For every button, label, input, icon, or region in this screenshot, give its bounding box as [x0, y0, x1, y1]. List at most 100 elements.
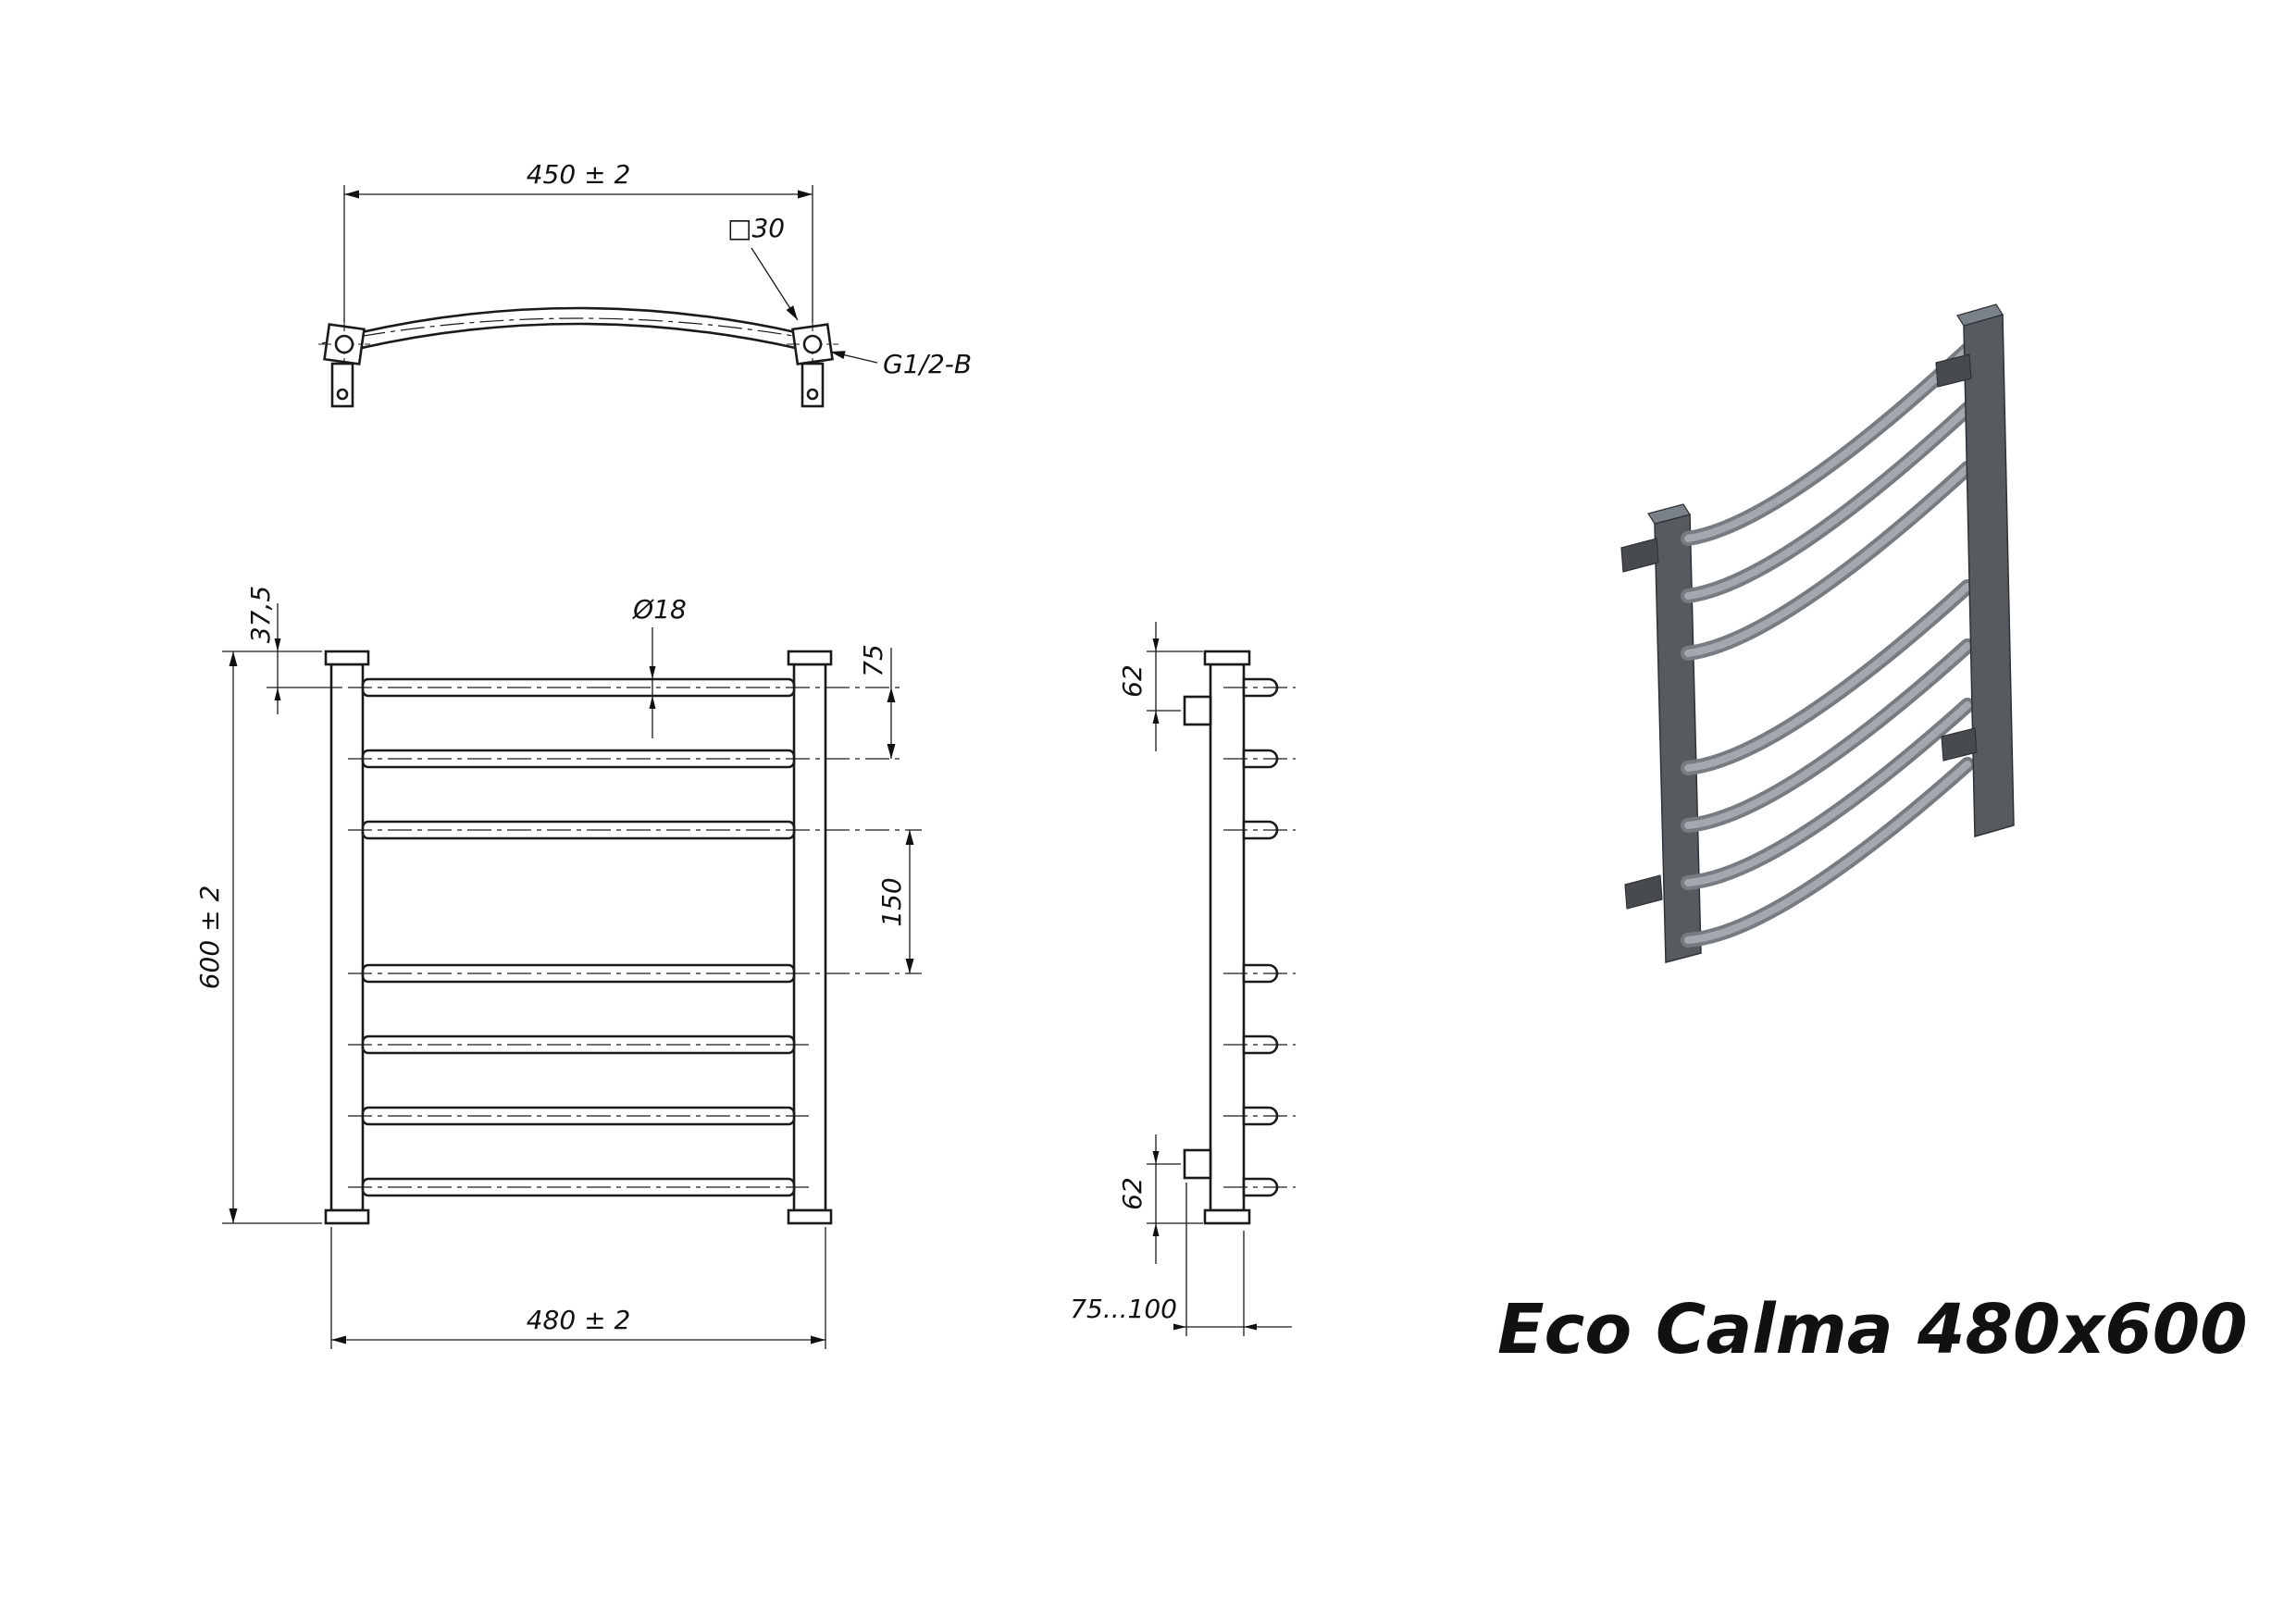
arrowhead — [1152, 1223, 1160, 1236]
label-profile-size: □30 — [727, 213, 799, 321]
rail-3d-highlight — [1684, 583, 1971, 772]
rail-3d-highlight — [1684, 346, 1971, 542]
side-view: 62 62 75...100 — [1070, 622, 1296, 1336]
rail-end — [1223, 1106, 1296, 1126]
wall-bracket-3d — [1935, 353, 1972, 388]
tube-arc-bottom — [355, 322, 801, 351]
wall-bracket-3d — [1620, 538, 1659, 573]
post-cap-bottom — [787, 1208, 833, 1225]
dim-text-height: 600 ± 2 — [194, 886, 225, 990]
post-cap-bottom — [324, 1208, 370, 1225]
rail-end — [1223, 749, 1296, 769]
wall-bracket-bottom — [1183, 1148, 1212, 1180]
rail — [348, 677, 903, 698]
rail-stub — [1242, 677, 1279, 698]
dim-text-bracket-top: 62 — [1117, 664, 1148, 698]
post-cap-top — [1203, 650, 1251, 666]
rail-end — [1223, 963, 1296, 984]
dim-text-tube: Ø18 — [632, 594, 687, 625]
rail-stub — [1242, 963, 1279, 984]
dim-text-wall-distance: 75...100 — [1070, 1294, 1177, 1324]
dim-text-thread: G1/2-B — [883, 349, 972, 379]
rail — [348, 749, 903, 769]
product-size: 480x600 — [1917, 1290, 2248, 1369]
drawing-title: Eco Calma 480x600 — [1497, 1290, 2248, 1369]
right-post — [787, 650, 833, 1225]
rail-3d — [1681, 757, 1975, 948]
iso-left-post — [1647, 503, 1702, 963]
iso-brackets — [1620, 353, 1978, 910]
arrowhead — [274, 638, 281, 651]
rail-stub — [1242, 1035, 1279, 1055]
rail — [348, 1106, 809, 1126]
fitting-bore — [802, 334, 823, 354]
post-top-cap — [1647, 503, 1691, 525]
arrowhead — [1244, 1323, 1257, 1331]
dim-bracket-bottom: 62 — [1117, 1134, 1203, 1264]
arrowhead — [1173, 1323, 1186, 1331]
rail-stub — [1242, 1177, 1279, 1197]
rail — [348, 1177, 809, 1197]
rail — [348, 820, 922, 840]
leader-line — [751, 247, 799, 321]
label-thread: G1/2-B — [829, 349, 972, 379]
rail-stub — [1242, 1106, 1279, 1126]
left-union-fitting — [318, 318, 370, 408]
dim-text-width: 480 ± 2 — [527, 1305, 631, 1335]
post-body — [792, 663, 827, 1212]
rail-end — [1223, 1035, 1296, 1055]
dim-width: 480 ± 2 — [330, 1227, 826, 1349]
tube-centerline — [321, 317, 836, 344]
rail-3d-highlight — [1684, 465, 1971, 657]
dim-text-top-width: 450 ± 2 — [527, 159, 631, 190]
iso-rails — [1681, 342, 1975, 948]
post-cap-top — [787, 650, 833, 666]
dim-text-bracket-bottom: 62 — [1117, 1177, 1148, 1210]
arrowhead — [274, 688, 281, 700]
top-view: 450 ± 2 □30 G1/2-B — [318, 159, 972, 408]
dim-tube-diameter: Ø18 — [632, 594, 687, 738]
iso-right-post — [1956, 304, 2015, 837]
dim-wall-distance: 75...100 — [1070, 1183, 1292, 1336]
post-cap-bottom — [1203, 1208, 1251, 1225]
dim-height: 600 ± 2 — [194, 651, 322, 1224]
bracket-hole — [336, 388, 349, 401]
rail-stub — [1242, 749, 1279, 769]
rail-end — [1223, 820, 1296, 840]
post-top-cap — [1956, 304, 2004, 327]
post-body — [1209, 663, 1246, 1212]
arrowhead — [1152, 638, 1160, 651]
dim-rail-gap: 75 — [858, 644, 896, 759]
rail-stub — [1242, 820, 1279, 840]
arrowhead — [649, 696, 656, 709]
tube-arc-top — [355, 306, 801, 335]
wall-bracket-top — [1183, 695, 1212, 726]
right-union-fitting — [787, 318, 838, 408]
front-view: 37,5 600 ± 2 Ø18 75 150 480 ± 2 — [194, 586, 922, 1349]
rail-3d-highlight — [1684, 701, 1971, 886]
post-body — [329, 663, 365, 1212]
arrowhead — [649, 666, 656, 679]
arrowhead — [1152, 711, 1160, 724]
rail — [348, 1035, 809, 1055]
rail-end — [1223, 1177, 1296, 1197]
dim-text-profile: □30 — [727, 213, 785, 243]
dim-bracket-top: 62 — [1117, 622, 1203, 751]
side-post — [1203, 650, 1251, 1225]
wall-bracket-3d — [1624, 874, 1663, 910]
dim-text-rail-gap: 75 — [858, 644, 888, 677]
rail-3d-highlight — [1684, 405, 1971, 600]
fitting-bore — [334, 334, 354, 354]
wall-bracket-3d — [1941, 727, 1978, 762]
iso-view — [1620, 304, 2015, 963]
rail-end — [1223, 677, 1296, 698]
left-post — [324, 650, 370, 1225]
product-name: Eco Calma — [1497, 1290, 1893, 1369]
dim-top-offset: 37,5 — [222, 586, 342, 714]
rail — [348, 963, 922, 984]
post-cap-top — [324, 650, 370, 666]
dim-text-top-offset: 37,5 — [245, 586, 276, 643]
dim-top-width: 450 ± 2 — [343, 159, 813, 322]
